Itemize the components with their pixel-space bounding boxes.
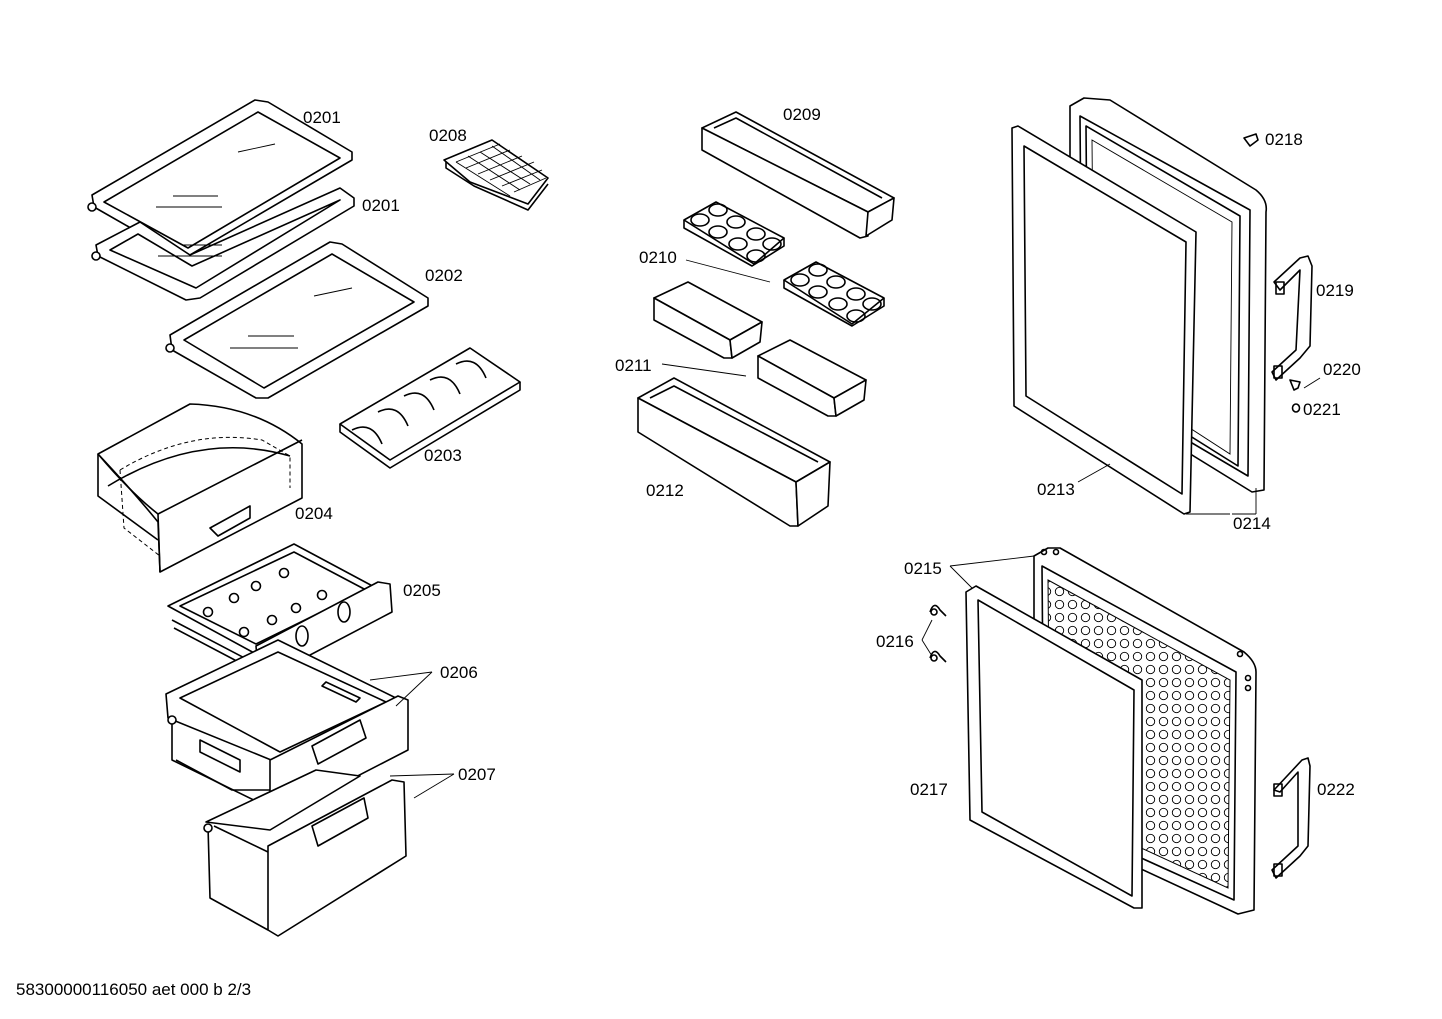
label-0220: 0220 [1323,360,1361,379]
glass-shelf-lower [91,187,355,301]
glass-shelf-0202 [165,241,429,399]
label-0208: 0208 [429,126,467,145]
label-0201-upper: 0201 [303,108,341,127]
label-0222: 0222 [1317,780,1355,799]
crisper-box-0204 [97,403,303,573]
label-0207: 0207 [458,765,496,784]
door-bin-0212 [637,377,831,527]
label-0213: 0213 [1037,480,1075,499]
door-shelf-0209 [701,111,895,239]
label-0201-lower: 0201 [362,196,400,215]
egg-tray-0210b [783,261,885,327]
label-0214: 0214 [1233,514,1271,533]
label-0209: 0209 [783,105,821,124]
label-0218: 0218 [1265,130,1303,149]
label-0216: 0216 [876,632,914,651]
label-0205: 0205 [403,581,441,600]
door-bin-0211b [757,339,867,417]
label-0212: 0212 [646,481,684,500]
label-0206: 0206 [440,663,478,682]
washer-0221 [1291,403,1301,413]
drawer-0207 [203,769,407,937]
screw-0220 [1289,379,1301,391]
label-0203: 0203 [424,446,462,465]
hinge-0216b [929,650,947,663]
handle-0222 [1271,757,1311,879]
egg-tray-0210a [683,201,785,267]
label-0210: 0210 [639,248,677,267]
handle-0219 [1271,255,1313,381]
label-0215: 0215 [904,559,942,578]
label-0204: 0204 [295,504,333,523]
label-0211: 0211 [615,356,652,375]
plug-0218 [1243,133,1259,147]
drawing-reference-footer: 58300000116050 aet 000 b 2/3 [16,980,252,999]
door-bin-0211a [653,281,763,359]
label-0221: 0221 [1303,400,1341,419]
glass-shelf-upper [87,99,353,256]
hinge-0216a [929,604,947,617]
bottle-rack-0203 [339,347,521,469]
door-gasket-0214 [1011,125,1197,515]
label-0219: 0219 [1316,281,1354,300]
freezer-gasket-0217 [965,585,1143,909]
ice-tray-0208 [443,139,549,211]
leader-lines [369,259,1321,799]
label-0202: 0202 [425,266,463,285]
label-0217: 0217 [910,780,948,799]
